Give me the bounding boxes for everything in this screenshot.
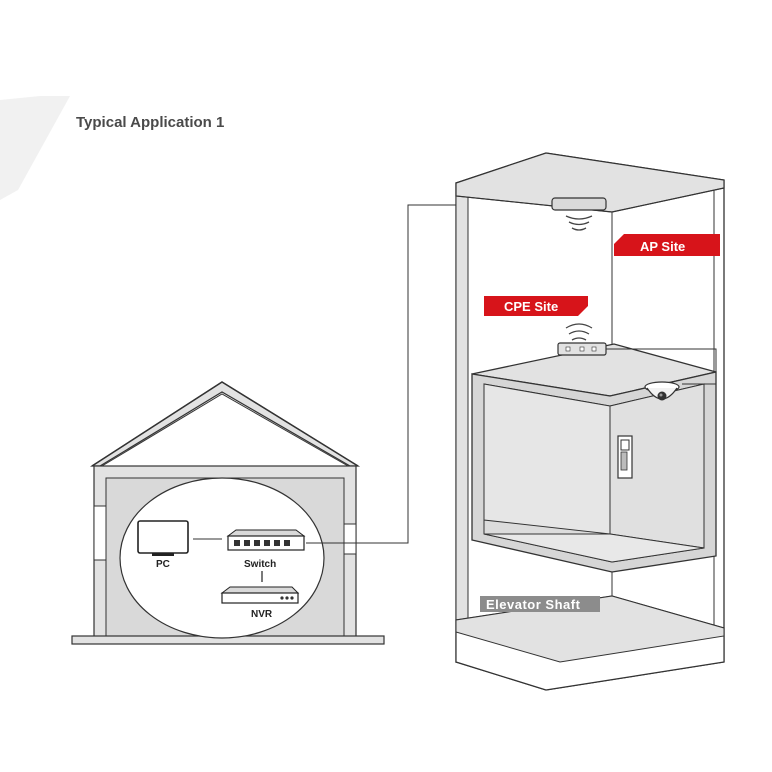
elevator-shaft-tag: Elevator Shaft — [480, 596, 600, 612]
ap-site-label: AP Site — [640, 239, 685, 254]
house-roof — [89, 381, 361, 467]
pc-device: PC — [137, 520, 189, 570]
shaft-left-wall — [455, 182, 469, 663]
pc-monitor — [137, 520, 189, 554]
switch-ports — [234, 540, 290, 546]
elevator-shaft-label: Elevator Shaft — [486, 597, 581, 612]
cpe-site-label: CPE Site — [504, 299, 558, 314]
ap-body — [551, 197, 607, 211]
house — [71, 381, 385, 645]
car-floor — [483, 533, 705, 563]
house-interior-oval — [119, 477, 325, 639]
ap-site-tag: AP Site — [614, 234, 720, 256]
cpe-camera-cable — [606, 348, 717, 385]
ap-device — [551, 197, 607, 231]
switch-label: Switch — [244, 559, 276, 570]
cpe-site-tag: CPE Site — [484, 296, 588, 316]
dome-camera — [644, 381, 680, 401]
nvr-device: NVR — [220, 586, 300, 620]
page-title: Typical Application 1 — [76, 114, 224, 131]
cpe-device — [557, 323, 607, 356]
elevator-car — [471, 343, 717, 573]
nvr-body — [221, 592, 299, 604]
pc-label: PC — [156, 559, 170, 570]
decorative-slash — [0, 96, 70, 200]
nvr-label: NVR — [251, 609, 273, 620]
switch-device: Switch — [226, 529, 306, 570]
